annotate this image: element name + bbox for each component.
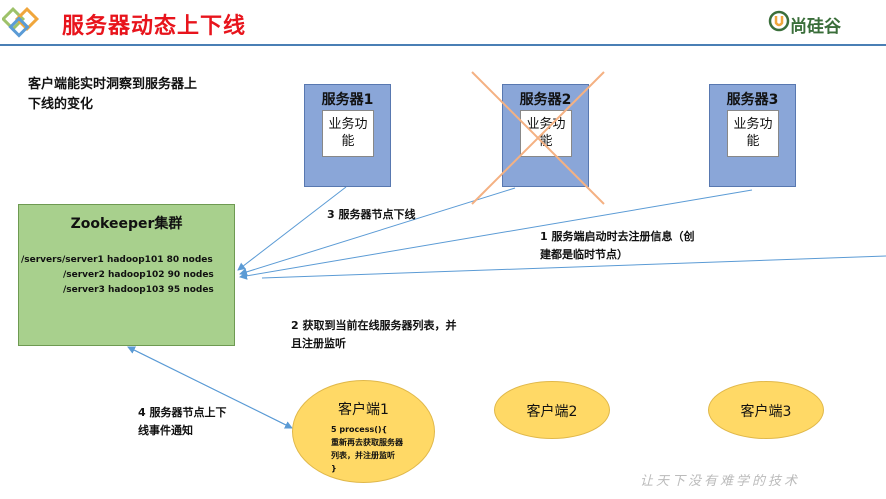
slogan-text: 让天下没有难学的技术 bbox=[640, 474, 801, 489]
server-2-function: 业务功能 bbox=[520, 110, 572, 157]
client-1-process-code: 5 process(){ 重新再去获取服务器 列表，并注册监听 } bbox=[331, 423, 403, 475]
arrow-server1-to-zk bbox=[237, 186, 347, 271]
line-register-right bbox=[261, 255, 886, 279]
code-line: 列表，并注册监听 bbox=[331, 451, 395, 460]
client-2: 客户端2 bbox=[494, 381, 610, 439]
server-2-box: 服务器2 业务功能 bbox=[502, 84, 589, 187]
page-title: 服务器动态上下线 bbox=[62, 14, 247, 39]
server-3-function: 业务功能 bbox=[727, 110, 779, 157]
server-2-offline-cross-icon bbox=[471, 71, 605, 205]
client-1-title: 客户端1 bbox=[338, 402, 389, 418]
brand-logo-text: 尚硅谷 bbox=[790, 17, 841, 37]
zk-node-row: /servers/server1 hadoop101 80 nodes bbox=[21, 255, 213, 265]
zk-node-row: /server3 hadoop103 95 nodes bbox=[63, 285, 214, 295]
server-1-title: 服务器1 bbox=[321, 92, 374, 108]
arrow-server2-to-zk bbox=[239, 187, 516, 276]
client-1: 客户端1 5 process(){ 重新再去获取服务器 列表，并注册监听 } bbox=[292, 380, 435, 483]
client-2-title: 客户端2 bbox=[526, 404, 578, 420]
zk-node-row: /server2 hadoop102 90 nodes bbox=[63, 270, 214, 280]
intro-text: 客户端能实时洞察到服务器上下线的变化 bbox=[28, 77, 198, 112]
code-line: 5 process(){ bbox=[331, 425, 388, 434]
server-2-title: 服务器2 bbox=[519, 92, 572, 108]
server-1-box: 服务器1 业务功能 bbox=[304, 84, 391, 187]
step-3-label: 3 服务器节点下线 bbox=[327, 208, 416, 221]
step-1-label: 1 服务端启动时去注册信息（创建都是临时节点） bbox=[540, 230, 695, 261]
server-3-box: 服务器3 业务功能 bbox=[709, 84, 796, 187]
client-3-title: 客户端3 bbox=[740, 404, 792, 420]
brand-logo-icon bbox=[768, 10, 790, 32]
zookeeper-title: Zookeeper集群 bbox=[70, 216, 183, 232]
arrow-client1-to-zk bbox=[127, 346, 293, 429]
step-4-label: 4 服务器节点上下线事件通知 bbox=[138, 406, 227, 437]
server-1-function: 业务功能 bbox=[322, 110, 374, 157]
server-3-title: 服务器3 bbox=[726, 92, 779, 108]
code-line: 重新再去获取服务器 bbox=[331, 438, 403, 447]
step-2-label: 2 获取到当前在线服务器列表，并且注册监听 bbox=[291, 319, 457, 350]
client-3: 客户端3 bbox=[708, 381, 824, 439]
zookeeper-cluster-box: Zookeeper集群 /servers/server1 hadoop101 8… bbox=[18, 204, 235, 346]
arrow-server3-to-zk bbox=[239, 189, 753, 280]
logo-mark-icon bbox=[0, 4, 46, 40]
header-divider bbox=[0, 44, 886, 46]
code-line: } bbox=[331, 464, 337, 473]
